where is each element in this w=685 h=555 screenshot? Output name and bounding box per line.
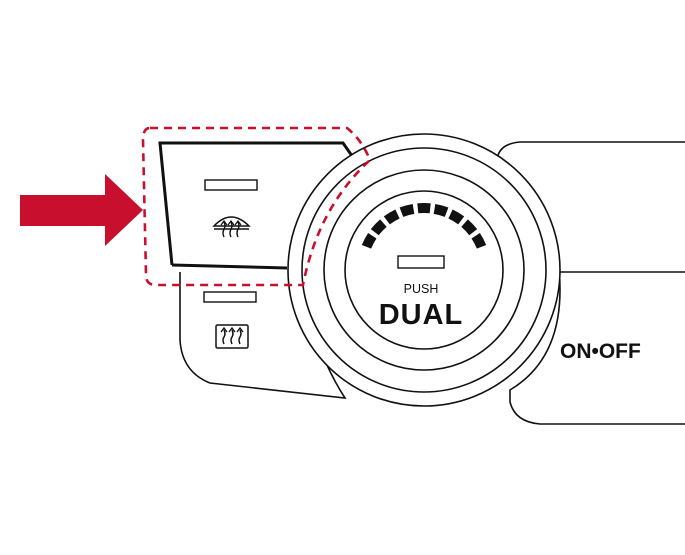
level-segment xyxy=(361,232,377,249)
level-segment xyxy=(370,219,387,236)
level-segment xyxy=(383,209,400,225)
push-label: PUSH xyxy=(404,282,439,296)
level-segment xyxy=(461,219,478,236)
front-defroster-indicator xyxy=(204,179,258,191)
dual-indicator xyxy=(397,255,445,269)
pointer-arrow xyxy=(20,174,143,246)
front-defroster-icon xyxy=(212,216,251,238)
level-segment xyxy=(399,203,415,217)
temperature-level-ring xyxy=(361,202,487,249)
highlight-outline xyxy=(141,126,372,287)
level-segment xyxy=(448,209,465,225)
rear-defroster-indicator xyxy=(203,291,257,303)
dual-label: DUAL xyxy=(379,299,464,331)
level-segment xyxy=(471,232,487,249)
rear-defroster-icon xyxy=(215,324,249,349)
on-off-label: ON•OFF xyxy=(560,340,641,363)
dual-dial[interactable]: PUSH DUAL xyxy=(287,133,561,407)
level-segment xyxy=(433,203,449,217)
